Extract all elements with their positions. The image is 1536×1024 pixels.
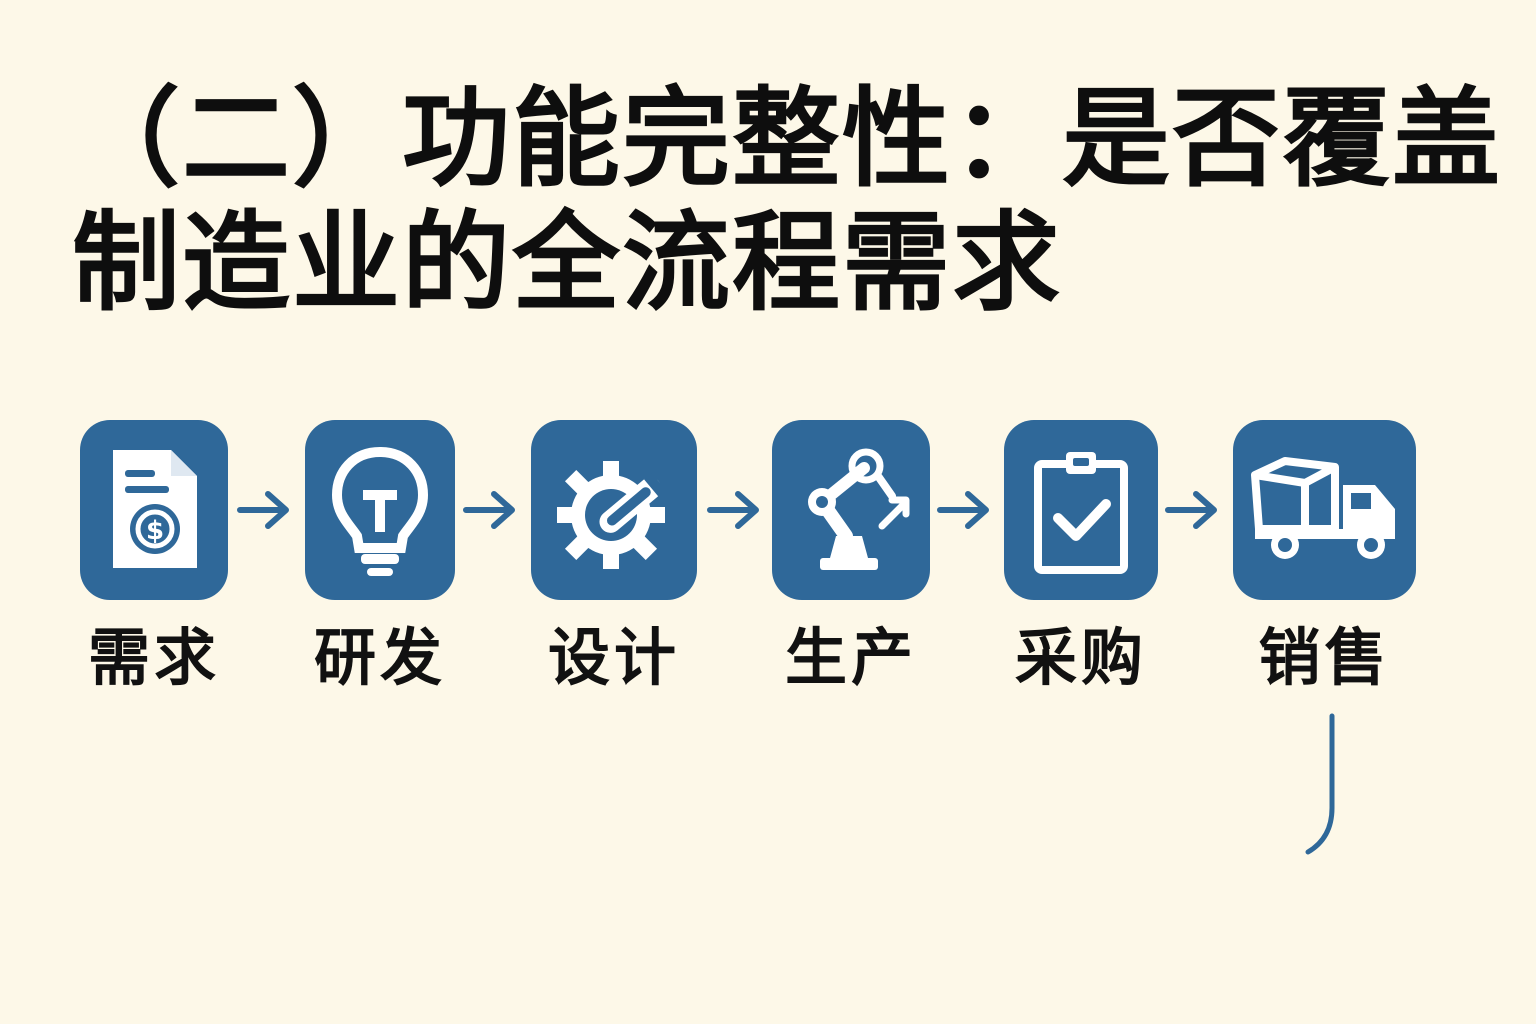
step-tile-rnd bbox=[305, 420, 455, 600]
step-tile-sales bbox=[1233, 420, 1416, 600]
step-label-sales: 销售 bbox=[1258, 621, 1391, 694]
arrow-right-icon bbox=[937, 491, 989, 529]
svg-text:$: $ bbox=[146, 516, 164, 546]
step-tile-demand: $ bbox=[80, 420, 228, 600]
step-label-design: 设计 bbox=[547, 621, 680, 694]
connector-line bbox=[1305, 713, 1335, 855]
title-line-2: 制造业的全流程需求 bbox=[72, 201, 1063, 326]
arrow-right-icon bbox=[463, 491, 515, 529]
arrow-right-icon bbox=[707, 491, 759, 529]
delivery-truck-icon bbox=[1250, 457, 1395, 559]
invoice-dollar-icon: $ bbox=[113, 450, 197, 568]
step-label-procurement: 采购 bbox=[1014, 621, 1147, 694]
step-tile-procurement bbox=[1004, 420, 1158, 600]
lightbulb-icon bbox=[331, 446, 429, 576]
arrow-right-icon bbox=[237, 491, 289, 529]
arrow-right-icon bbox=[1165, 491, 1217, 529]
robot-arm-icon bbox=[808, 448, 910, 570]
step-tile-design bbox=[531, 420, 697, 600]
page-title: （二）功能完整性：是否覆盖 制造业的全流程需求 bbox=[72, 77, 1503, 326]
clipboard-check-icon bbox=[1034, 452, 1128, 574]
gear-pencil-icon bbox=[557, 461, 666, 569]
title-line-1: （二）功能完整性：是否覆盖 bbox=[72, 77, 1503, 202]
step-label-rnd: 研发 bbox=[313, 621, 446, 694]
step-tile-production bbox=[772, 420, 930, 600]
step-label-production: 生产 bbox=[784, 621, 917, 694]
step-label-demand: 需求 bbox=[87, 621, 220, 694]
